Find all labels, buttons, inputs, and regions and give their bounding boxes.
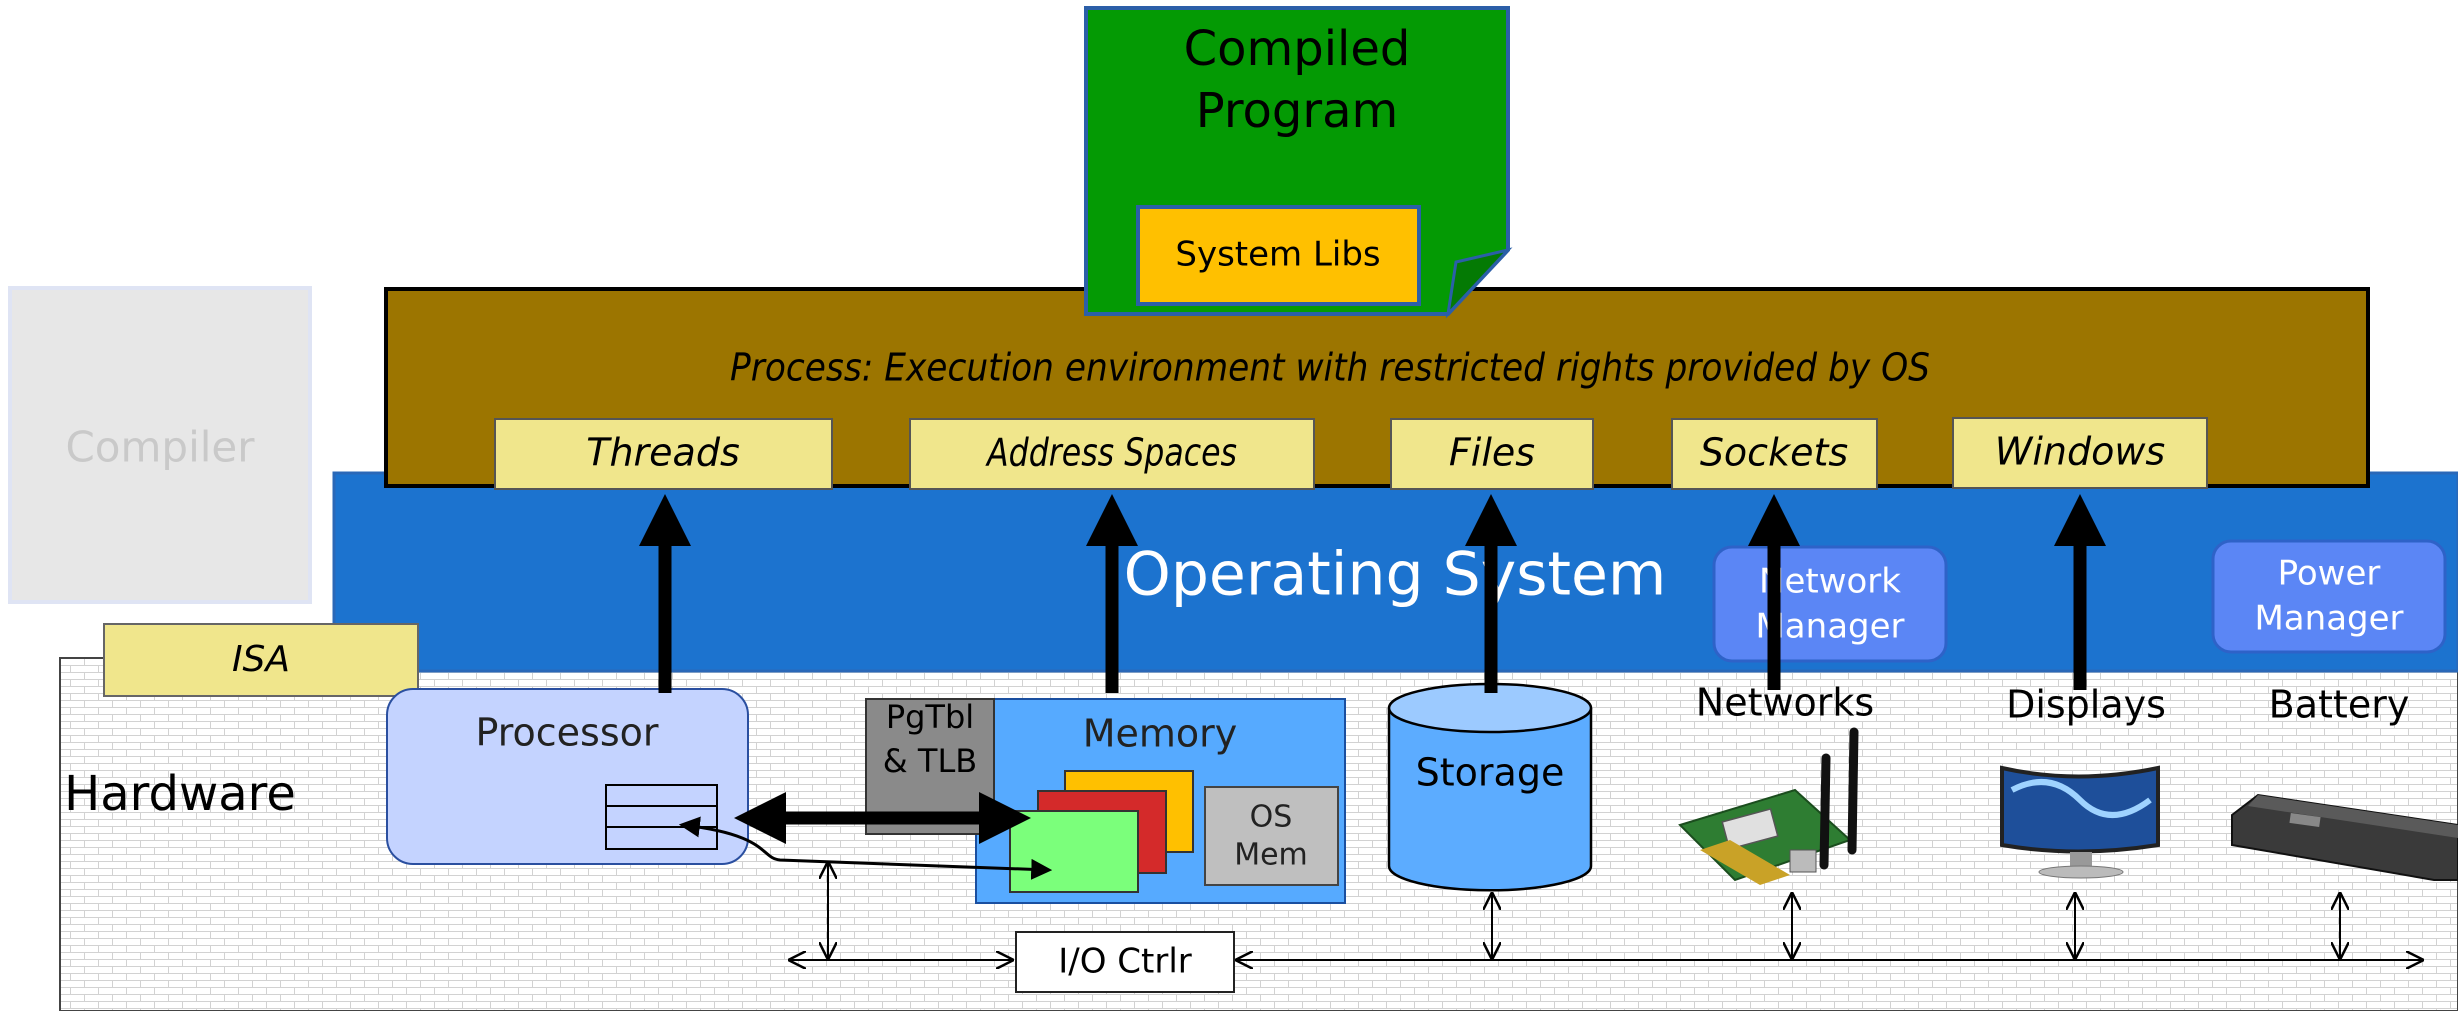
io-bus	[790, 863, 2422, 960]
power-manager-line2: Manager	[2254, 599, 2403, 639]
processor-box: Processor	[386, 688, 749, 865]
memory-label: Memory	[1083, 712, 1238, 756]
io-controller-label: I/O Ctrlr	[1058, 942, 1192, 982]
process-caption: Process: Execution environment with rest…	[730, 346, 1930, 390]
os-mem-box	[1204, 786, 1339, 886]
isa-box: ISA	[103, 623, 419, 697]
os-mem-line1: OS	[1250, 800, 1293, 835]
hardware-label: Hardware	[64, 766, 296, 822]
pgtbl-line1: PgTbl	[886, 698, 974, 736]
storage-cylinder: Storage	[1387, 682, 1593, 892]
tab-sockets: Sockets	[1671, 418, 1878, 490]
compiled-program-note: Compiled Program System Libs	[1084, 6, 1513, 319]
compiler-box: Compiler	[8, 286, 312, 604]
system-libs-label: System Libs	[1175, 235, 1380, 275]
battery-label: Battery	[2269, 683, 2410, 727]
memory-box: Memory OS Mem	[975, 698, 1346, 904]
io-controller-box: I/O Ctrlr	[1015, 931, 1235, 993]
battery-icon	[2231, 793, 2458, 881]
tab-windows-label: Windows	[1995, 430, 2165, 474]
compiled-program-title-1: Compiled	[1184, 21, 1411, 77]
memory-page-green	[1009, 810, 1139, 893]
address-translation-arrow	[678, 816, 1053, 880]
storage-label: Storage	[1416, 751, 1565, 795]
tab-address-spaces: Address Spaces	[909, 418, 1315, 490]
processor-label: Processor	[475, 711, 658, 755]
compiled-program-title-2: Program	[1196, 83, 1399, 139]
tab-files: Files	[1390, 418, 1594, 490]
tab-address-spaces-label: Address Spaces	[985, 431, 1237, 475]
os-label: Operating System	[1124, 540, 1667, 610]
isa-label: ISA	[232, 639, 290, 680]
operating-system-band: Operating System	[332, 471, 2458, 673]
network-manager-line1: Network	[1759, 562, 1901, 602]
network-card-icon	[1678, 727, 1859, 885]
tab-windows: Windows	[1952, 417, 2208, 489]
system-libs-box	[1136, 205, 1421, 306]
pgtbl-line2: & TLB	[883, 742, 977, 780]
display-monitor-icon	[2000, 765, 2160, 879]
tab-threads: Threads	[494, 418, 833, 490]
power-manager-box: Power Manager	[2211, 539, 2447, 654]
tab-threads-label: Threads	[586, 431, 740, 475]
network-manager-box: Network Manager	[1712, 545, 1948, 663]
compiler-label: Compiler	[65, 423, 255, 472]
power-manager-line1: Power	[2278, 554, 2381, 594]
abstraction-arrows	[639, 494, 2106, 693]
tab-files-label: Files	[1449, 431, 1535, 475]
networks-label: Networks	[1696, 681, 1874, 725]
os-mem-line2: Mem	[1234, 838, 1308, 873]
tab-sockets-label: Sockets	[1700, 431, 1848, 475]
